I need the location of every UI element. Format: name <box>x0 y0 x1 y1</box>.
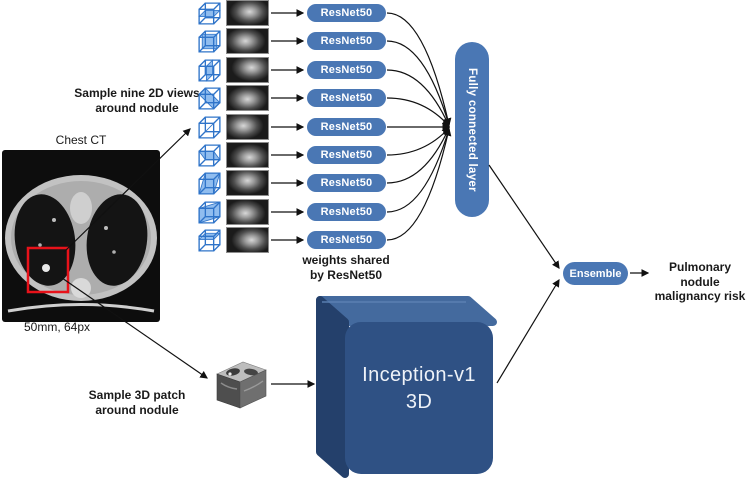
resnet50-block: ResNet50 <box>307 174 386 192</box>
ct-view-thumbnail <box>226 142 269 168</box>
views-label-line1: Sample nine 2D views <box>74 86 200 100</box>
views-label: Sample nine 2D views around nodule <box>68 86 206 115</box>
view-plane-cube-icon <box>198 116 221 139</box>
inception-label-line2: 3D <box>405 391 433 413</box>
ct-view-thumbnail <box>226 227 269 253</box>
view-plane-cube-icon <box>198 201 221 224</box>
output-label-line1: Pulmonary nodule <box>668 260 731 289</box>
chest-ct-label: Chest CT <box>55 133 107 147</box>
chest-ct-image <box>2 150 160 322</box>
weights-shared-line1: weights shared <box>302 253 390 267</box>
ct-size-label: 50mm, 64px <box>24 320 91 334</box>
view-plane-cube-icon <box>198 30 221 53</box>
nodule-highlight-box <box>26 246 70 294</box>
view-plane-cube-icon <box>198 87 221 110</box>
ct-view-thumbnail <box>226 28 269 54</box>
resnet50-block: ResNet50 <box>307 89 386 107</box>
ensemble-block: Ensemble <box>563 262 628 285</box>
ct-view-thumbnail <box>226 57 269 83</box>
fully-connected-layer-block: Fully connected layer <box>455 42 489 217</box>
resnet50-block: ResNet50 <box>307 4 386 22</box>
ct-view-thumbnail <box>226 199 269 225</box>
view-plane-cube-icon <box>198 2 221 25</box>
view-plane-cube-icon <box>198 172 221 195</box>
output-label-line2: malignancy risk <box>654 289 746 303</box>
resnet50-block: ResNet50 <box>307 231 386 249</box>
ct-view-thumbnail <box>226 114 269 140</box>
ct-view-thumbnail <box>226 170 269 196</box>
ct-view-thumbnail <box>226 85 269 111</box>
views-label-line2: around nodule <box>95 100 179 115</box>
nodule-spot <box>42 264 50 272</box>
arrow-fc-to-ensemble <box>488 164 560 269</box>
resnet50-block: ResNet50 <box>307 146 386 164</box>
weights-shared-label: weights shared by ResNet50 <box>290 253 402 282</box>
view-plane-cube-icon <box>198 229 221 252</box>
patch-label-line2: around nodule <box>95 402 179 417</box>
inception-label-line1: Inception-v1 <box>362 364 476 386</box>
weights-shared-line2: by ResNet50 <box>309 267 383 282</box>
inception-v1-3d-block <box>316 296 497 478</box>
patch-label-line1: Sample 3D patch <box>88 388 186 402</box>
resnet50-block: ResNet50 <box>307 32 386 50</box>
resnet50-block: ResNet50 <box>307 118 386 136</box>
view-plane-cube-icon <box>198 144 221 167</box>
ct-view-thumbnail <box>226 0 269 26</box>
view-plane-cube-icon <box>198 59 221 82</box>
inception-v1-3d-label: Inception-v1 3D <box>345 362 493 416</box>
resnet50-block: ResNet50 <box>307 61 386 79</box>
resnet50-block: ResNet50 <box>307 203 386 221</box>
output-label: Pulmonary nodule malignancy risk <box>650 260 750 304</box>
patch-label: Sample 3D patch around nodule <box>72 388 202 417</box>
ct-3d-patch-thumbnail <box>216 361 267 409</box>
